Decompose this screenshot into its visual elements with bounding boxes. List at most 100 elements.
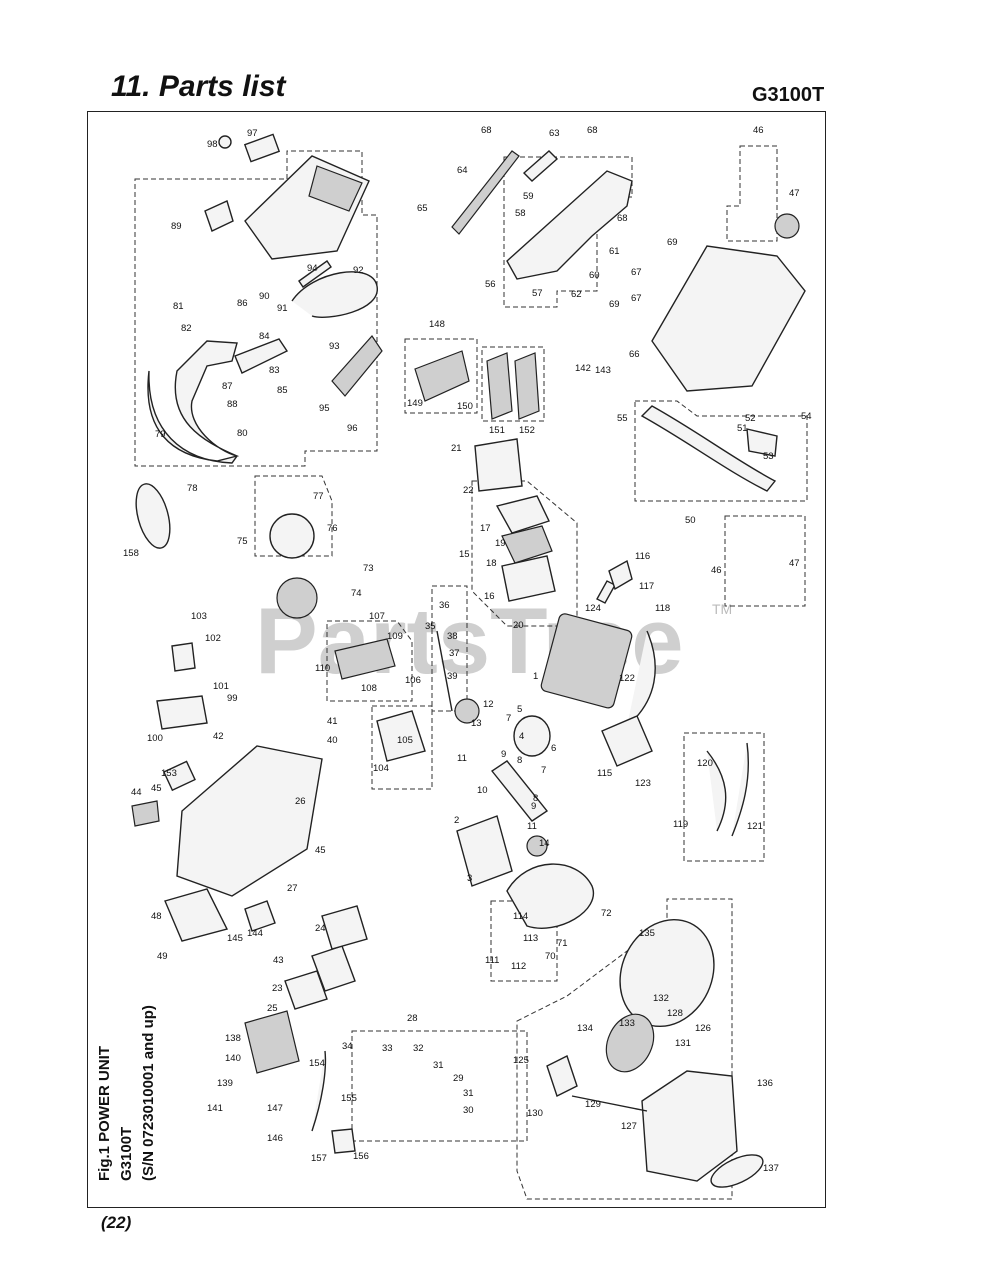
callout-126: 126 <box>695 1023 711 1034</box>
callout-75: 75 <box>237 536 248 547</box>
callout-54: 54 <box>801 411 812 422</box>
callout-97: 97 <box>247 128 258 139</box>
air-filter-16 <box>501 555 556 602</box>
callout-107: 107 <box>369 611 385 622</box>
crankcase-26 <box>176 745 323 897</box>
callout-68a: 68 <box>481 125 492 136</box>
callout-109: 109 <box>387 631 403 642</box>
callout-48: 48 <box>151 911 162 922</box>
handle-assembly-box <box>134 150 378 467</box>
callout-56: 56 <box>485 279 496 290</box>
sprocket-cover-99 <box>156 695 208 730</box>
front-handle-box <box>634 400 808 502</box>
callout-36: 36 <box>439 600 450 611</box>
bracket-52 <box>746 428 778 457</box>
callout-19: 19 <box>495 538 506 549</box>
callout-132: 132 <box>653 993 669 1004</box>
chain-brake-box <box>503 156 633 308</box>
callout-118: 118 <box>655 603 670 614</box>
callout-40: 40 <box>327 735 338 746</box>
callout-152: 152 <box>519 425 535 436</box>
handle-130 <box>546 1055 578 1097</box>
throttle-spring-94 <box>298 260 332 288</box>
callout-90: 90 <box>259 291 270 302</box>
page-number: (22) <box>101 1213 132 1232</box>
callout-11b: 11 <box>527 821 537 832</box>
watermark-trademark: TM <box>712 601 732 617</box>
callout-66: 66 <box>629 349 640 360</box>
flywheel-111 <box>506 863 595 929</box>
callout-123: 123 <box>635 778 651 789</box>
callout-89: 89 <box>171 221 182 232</box>
callout-24: 24 <box>315 923 326 934</box>
piston-4 <box>513 715 551 757</box>
callout-51: 51 <box>737 423 748 434</box>
plate-109 <box>334 638 396 680</box>
callout-93: 93 <box>329 341 340 352</box>
decal-137 <box>710 1154 764 1188</box>
strap-92 <box>291 271 378 318</box>
callout-147: 147 <box>267 1103 283 1114</box>
callout-12: 12 <box>483 699 494 710</box>
bumper-spike-box-bottom <box>724 515 806 607</box>
callout-76: 76 <box>327 523 338 534</box>
callout-47b: 47 <box>789 558 800 569</box>
caption-line-2: G3100T <box>118 1127 135 1181</box>
callout-17: 17 <box>480 523 491 534</box>
callout-158: 158 <box>123 548 139 559</box>
callout-96: 96 <box>347 423 358 434</box>
callout-31b: 31 <box>463 1088 474 1099</box>
callout-122: 122 <box>619 673 635 684</box>
callout-61: 61 <box>609 246 620 257</box>
callout-139: 139 <box>217 1078 233 1089</box>
callout-70: 70 <box>545 951 556 962</box>
callout-106: 106 <box>405 675 421 686</box>
callout-121: 121 <box>747 821 763 832</box>
callout-58: 58 <box>515 208 526 219</box>
callout-63: 63 <box>549 128 560 139</box>
callout-67b: 67 <box>631 293 642 304</box>
callout-10: 10 <box>477 785 488 796</box>
cover-22 <box>474 438 523 492</box>
callout-153: 153 <box>161 768 177 779</box>
callout-108: 108 <box>361 683 377 694</box>
front-handle-50 <box>640 405 777 492</box>
callout-73: 73 <box>363 563 374 574</box>
callout-13: 13 <box>471 718 482 729</box>
callout-130: 130 <box>527 1108 543 1119</box>
callout-82: 82 <box>181 323 192 334</box>
callout-83: 83 <box>269 365 280 376</box>
callout-113: 113 <box>523 933 538 944</box>
callout-4: 4 <box>519 731 524 742</box>
callout-41: 41 <box>327 716 338 727</box>
callout-103: 103 <box>191 611 207 622</box>
callout-7a: 7 <box>506 713 511 724</box>
nut-98 <box>218 135 232 149</box>
callout-142: 142 <box>575 363 591 374</box>
callout-154: 154 <box>309 1058 325 1069</box>
callout-143: 143 <box>595 365 611 376</box>
callout-60: 60 <box>589 270 600 281</box>
oil-hose-39 <box>436 630 453 712</box>
throttle-lever-84 <box>234 338 289 374</box>
bumper-47-top <box>774 213 800 239</box>
callout-138: 138 <box>225 1033 241 1044</box>
callout-134: 134 <box>577 1023 593 1034</box>
ignition-coil-115 <box>601 715 653 767</box>
callout-149: 149 <box>407 398 423 409</box>
callout-20: 20 <box>513 620 524 631</box>
callout-128: 128 <box>667 1008 683 1019</box>
callout-95: 95 <box>319 403 330 414</box>
callout-94: 94 <box>307 263 318 274</box>
mount-152 <box>514 352 540 420</box>
callout-131: 131 <box>675 1038 691 1049</box>
cover-149 <box>414 350 470 402</box>
callout-16: 16 <box>484 591 495 602</box>
rope-129 <box>571 1095 648 1112</box>
callout-101: 101 <box>213 681 229 692</box>
callout-102: 102 <box>205 633 221 644</box>
callout-120: 120 <box>697 758 713 769</box>
mount-box-151 <box>481 346 545 422</box>
callout-146: 146 <box>267 1133 283 1144</box>
callout-119: 119 <box>673 819 688 830</box>
